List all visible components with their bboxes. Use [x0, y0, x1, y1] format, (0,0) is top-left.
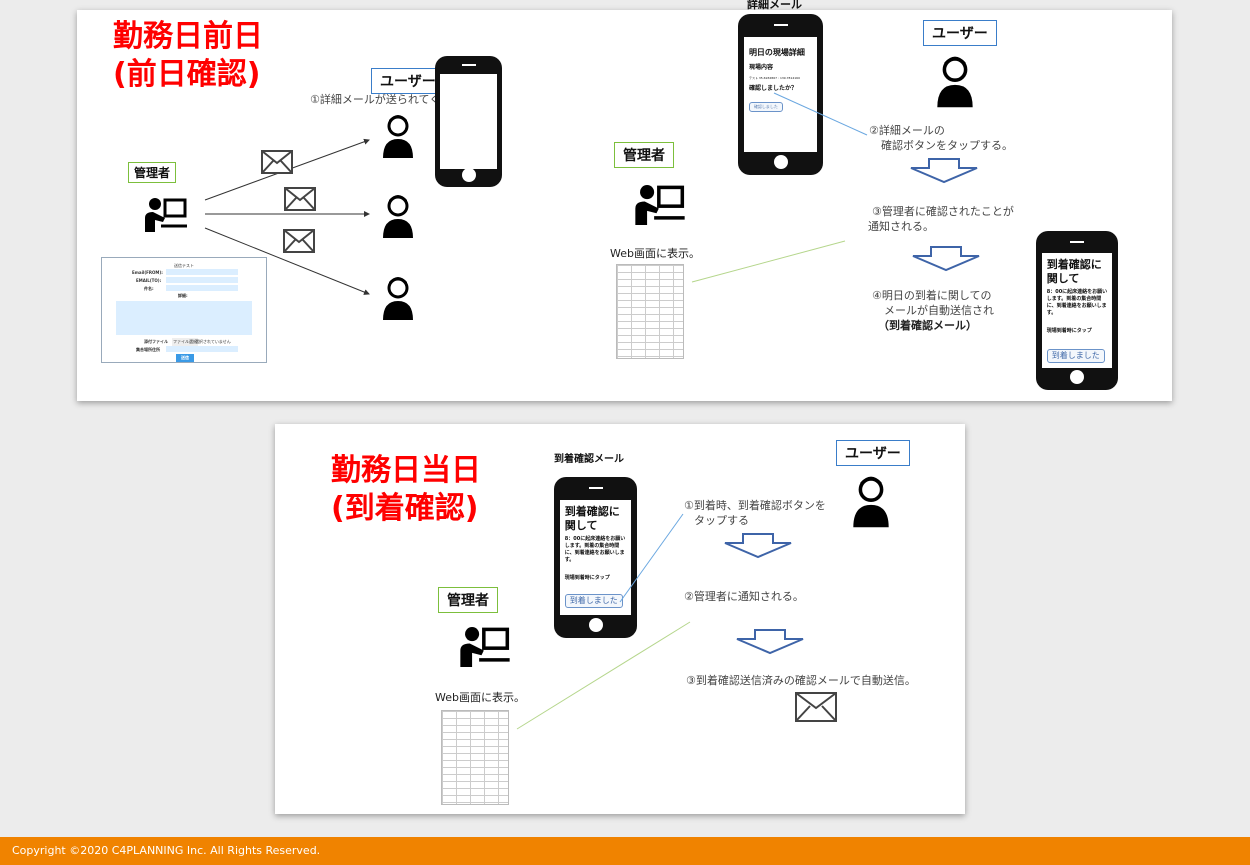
email-from-label: Email(FROM):: [132, 270, 163, 275]
user-icon: [373, 186, 423, 242]
title-line2: (前日確認): [113, 57, 261, 92]
phone-tap: 現場到着時にタップ: [564, 574, 610, 581]
address-input[interactable]: [166, 346, 238, 352]
detail-mail-phone: 明日の現場詳細 現場内容 テスト 35.6932867 : 139.781416…: [738, 14, 823, 175]
step1-line2: タップする: [694, 514, 749, 527]
step2-text: ②管理者に通知される。: [684, 590, 804, 603]
step3-line1: ③管理者に確認されたことが: [872, 205, 1014, 218]
title-line1: 勤務日当日: [331, 453, 481, 488]
user-label: ユーザー: [923, 20, 997, 46]
phone-sub: 現場内容: [748, 63, 773, 71]
step2-text: ②詳細メールの確認ボタンをタップする。: [869, 123, 1013, 153]
file-select-button[interactable]: ファイル選択: [172, 338, 198, 346]
detail-label: 詳細:: [178, 293, 188, 298]
down-arrow-icon: [911, 246, 981, 272]
user-icon: [920, 46, 990, 112]
email-to-input[interactable]: [166, 277, 238, 283]
envelope-icon: [261, 150, 293, 174]
step1-text: ①到着時、到着確認ボタンをタップする: [684, 498, 826, 528]
connector-lines: [516, 513, 691, 730]
step4-line3: （到着確認メール）: [878, 319, 977, 332]
step1-line1: ①到着時、到着確認ボタンを: [684, 499, 826, 512]
envelope-icon: [283, 229, 315, 253]
title-line2: (到着確認): [331, 491, 479, 526]
phone-heading2: 関して: [1046, 272, 1080, 286]
phone-body: 8：00に起床連絡をお願いします。到着の集合時間に、到着連絡をお願いします。: [1046, 289, 1108, 317]
down-arrow-icon: [909, 158, 979, 184]
web-display-text: Web画面に表示。: [435, 691, 525, 704]
confirm-button[interactable]: 確認しました: [748, 101, 783, 112]
arrival-mail-phone: 到着確認に 関して 8：00に起床連絡をお願いします。到着の集合時間に、到着連絡…: [554, 477, 637, 638]
slide-day-before: 勤務日前日(前日確認) ユーザー ①詳細メールが送られてくる 管理者 送信テスト…: [77, 0, 1172, 401]
phone-heading1: 到着確認に: [1046, 258, 1102, 272]
step4-line1: ④明日の到着に関しての: [872, 289, 992, 302]
email-to-label: EMAIL(TO):: [136, 278, 162, 283]
step2-line2: 確認ボタンをタップする。: [881, 139, 1013, 152]
arrived-button[interactable]: 到着しました: [1046, 349, 1105, 364]
connector-lines: [691, 92, 868, 283]
send-test-form: 送信テスト Email(FROM): EMAIL(TO): 件名: 詳細: 添付…: [101, 257, 267, 363]
subject-input[interactable]: [166, 285, 238, 291]
step3-line2: 通知される。: [868, 220, 934, 233]
slide-day-of: 勤務日当日(到着確認) 到着確認メール 到着確認に 関して 8：00に起床連絡を…: [275, 424, 965, 814]
phone-tap: 現場到着時にタップ: [1046, 328, 1092, 335]
subject-label: 件名:: [144, 286, 154, 291]
admin-icon: [455, 620, 515, 674]
phone-coords: テスト 35.6932867 : 139.7814160: [748, 75, 800, 80]
step3-text: ③到着確認送信済みの確認メールで自動送信。: [686, 674, 916, 687]
step4-text: ④明日の到着に関してのメールが自動送信され （到着確認メール）: [872, 288, 994, 333]
submit-button[interactable]: 送信: [176, 354, 194, 362]
phone-body: 8：00に起床連絡をお願いします。到着の集合時間に、到着連絡をお願いします。: [564, 535, 626, 563]
arrival-mail-label: 到着確認メール: [554, 454, 624, 465]
address-label: 集合場所住所: [136, 347, 160, 352]
slide-title: 勤務日前日(前日確認): [113, 18, 263, 94]
step2-line1: ②詳細メールの: [869, 124, 945, 137]
email-from-input[interactable]: [166, 269, 238, 275]
detail-textarea[interactable]: [116, 301, 252, 335]
user-label: ユーザー: [836, 440, 910, 466]
arrival-mail-phone: 到着確認に 関して 8：00に起床連絡をお願いします。到着の集合時間に、到着連絡…: [1036, 231, 1118, 390]
title-line1: 勤務日前日: [113, 19, 263, 54]
attachment-label: 添付ファイル: [144, 339, 168, 344]
form-title: 送信テスト: [174, 263, 194, 268]
phone-heading1: 到着確認に: [564, 504, 620, 518]
slide-title: 勤務日当日(到着確認): [331, 452, 481, 528]
step4-line2: メールが自動送信され: [884, 304, 994, 317]
admin-label: 管理者: [614, 142, 674, 168]
envelope-icon: [284, 187, 316, 211]
admin-icon: [630, 178, 690, 232]
user-icon: [373, 106, 423, 162]
admin-label: 管理者: [438, 587, 498, 613]
phone-heading: 明日の現場詳細: [748, 47, 805, 57]
phone-question: 確認しましたか？: [748, 84, 797, 92]
down-arrow-icon: [723, 533, 793, 559]
user-label: ユーザー: [371, 68, 445, 94]
user-icon: [838, 466, 904, 532]
web-table-thumbnail: [441, 710, 509, 805]
footer-copyright: Copyright ©2020 C4PLANNING Inc. All Righ…: [0, 837, 1250, 865]
file-status: 選択されていません: [195, 339, 231, 344]
step3-text: ③管理者に確認されたことが通知される。: [868, 204, 1014, 234]
detail-mail-label: 詳細メール: [747, 0, 802, 11]
web-display-text: Web画面に表示。: [610, 247, 700, 260]
step1-text: ①詳細メールが送られてくる: [310, 93, 451, 106]
blank-phone: [435, 56, 502, 187]
arrived-button[interactable]: 到着しました: [564, 593, 623, 608]
web-table-thumbnail: [616, 264, 684, 359]
phone-heading2: 関して: [564, 518, 598, 532]
admin-label: 管理者: [128, 162, 177, 183]
user-icon: [373, 268, 423, 324]
admin-icon: [141, 192, 191, 238]
envelope-icon: [795, 692, 837, 722]
down-arrow-icon: [735, 629, 805, 655]
